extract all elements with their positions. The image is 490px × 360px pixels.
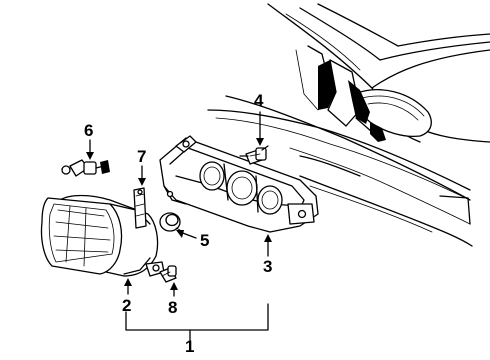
grommet bbox=[159, 212, 181, 232]
mounting-strip bbox=[133, 187, 147, 229]
headlamp-assembly bbox=[40, 194, 165, 277]
leader-lines bbox=[86, 111, 272, 341]
callout-3: 3 bbox=[263, 257, 272, 276]
bulb-with-connector bbox=[61, 159, 110, 177]
callout-5: 5 bbox=[200, 231, 209, 250]
callout-1: 1 bbox=[185, 337, 194, 356]
lamp-housing-bracket bbox=[159, 135, 319, 233]
callout-6: 6 bbox=[84, 121, 93, 140]
bulb-socket bbox=[239, 145, 269, 165]
small-bulb bbox=[159, 265, 177, 283]
callout-2: 2 bbox=[122, 296, 131, 315]
callout-7: 7 bbox=[137, 147, 146, 166]
car-body-outline bbox=[207, 3, 490, 247]
callout-8: 8 bbox=[168, 298, 177, 317]
callout-4: 4 bbox=[254, 91, 264, 110]
